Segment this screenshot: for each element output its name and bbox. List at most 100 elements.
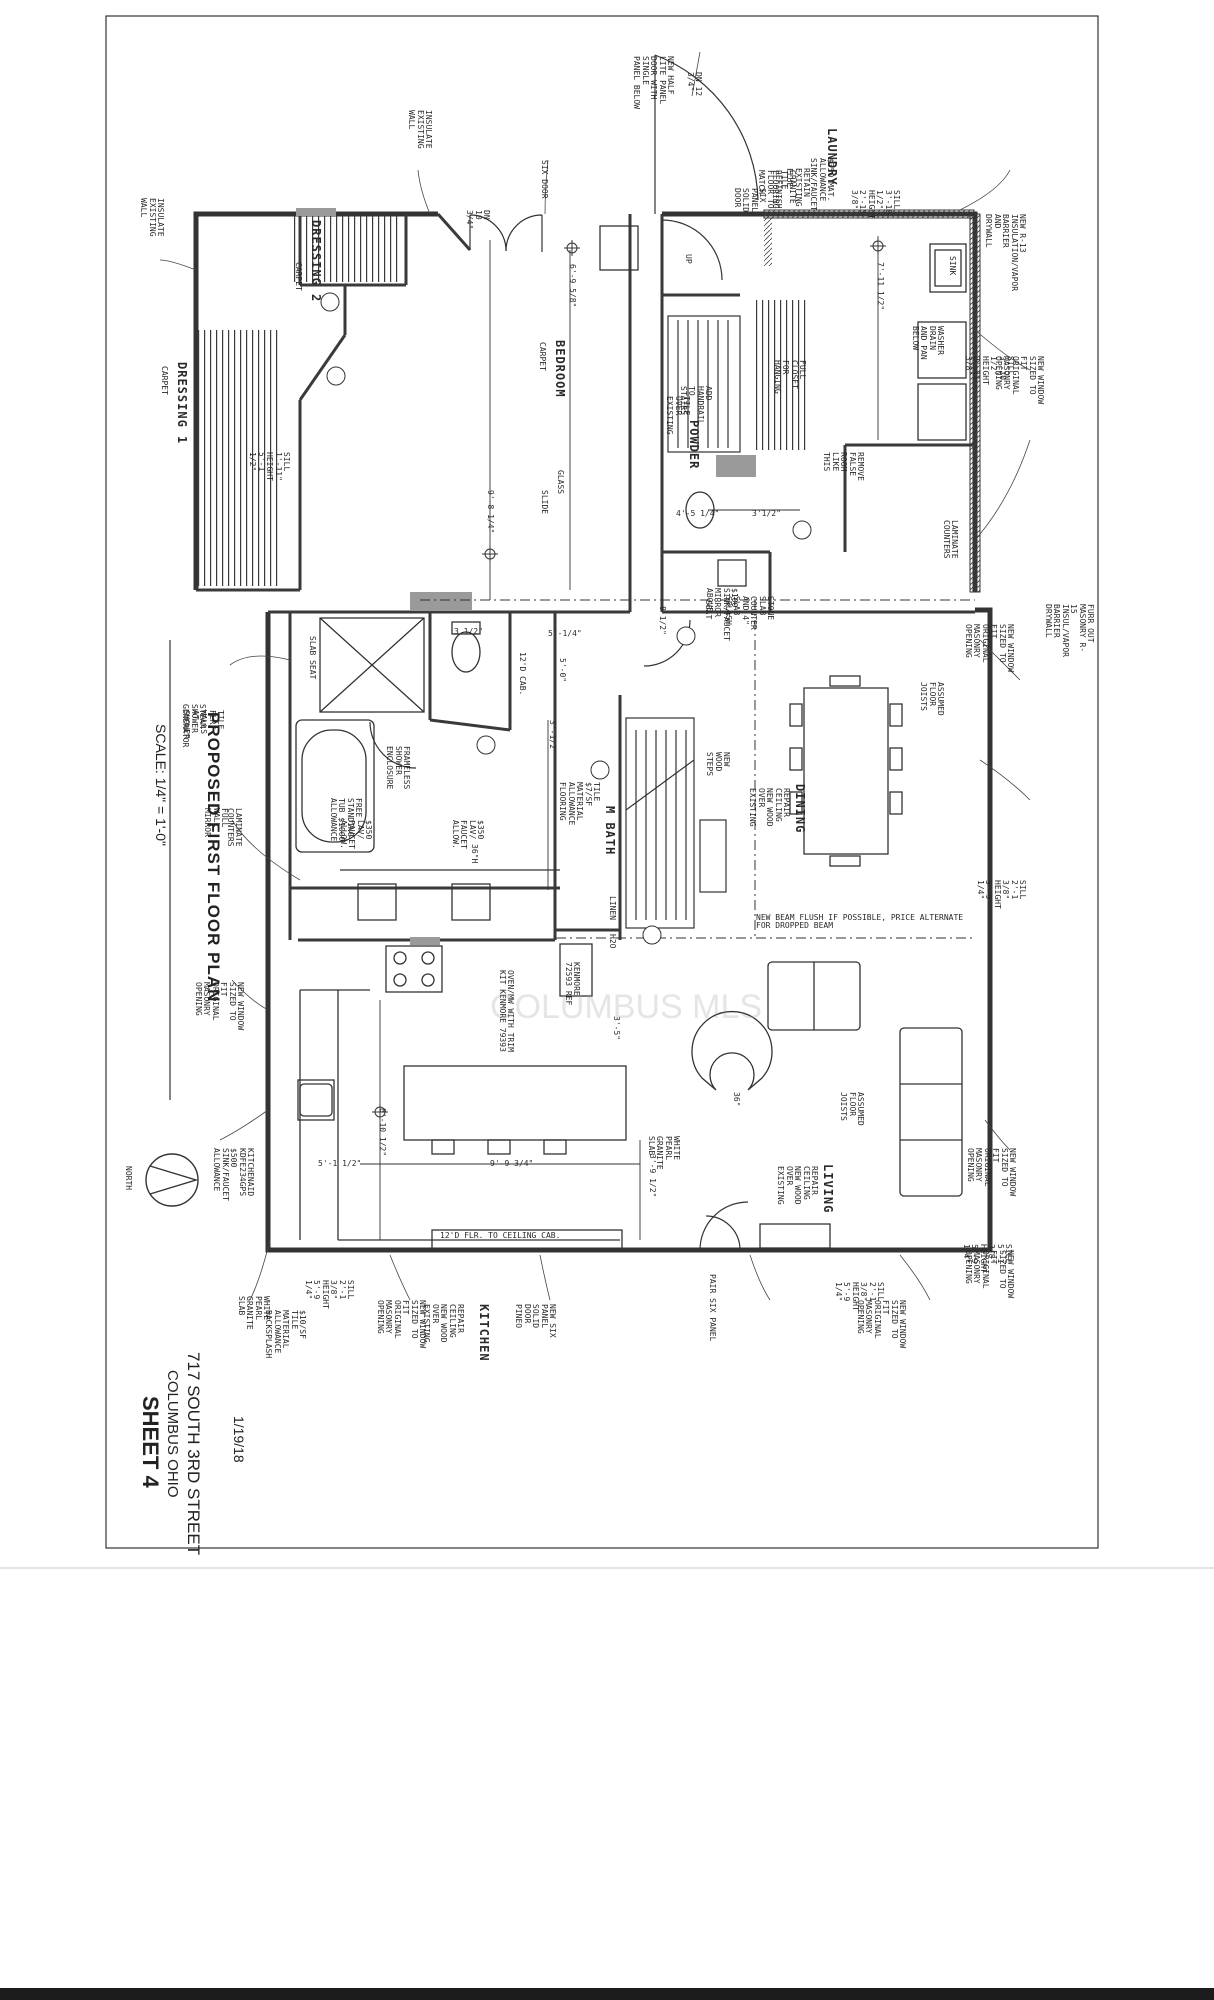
note-dining-joists: ASSUMED FLOOR JOISTS (919, 682, 945, 716)
sheet-title: PROPOSED FIRST FLOOR PLAN (204, 712, 223, 1003)
note-east-sill: SILL 2'-1 3/8" HEIGHT 5'-9 1/4" (976, 880, 1027, 909)
note-retain-flue: RETAIN EXISTING FLUE (785, 168, 811, 207)
dressing2-closet-hatch (290, 216, 402, 282)
dim-5-14: 5'-1/4" (548, 629, 582, 638)
room-dining: DINING (793, 784, 807, 834)
main-stair (625, 717, 727, 929)
sheet-border (105, 15, 1099, 1549)
note-six-panel-solid: SIX PANEL SOLID DOOR (732, 188, 767, 213)
room-tags (320, 292, 812, 945)
note-lav-2: $350 LAV/ FAUCET ALLOW. (450, 820, 485, 849)
dim-3-1: 3'-1/2" (548, 720, 557, 754)
laundry-wall-insulation (764, 214, 772, 266)
note-living-sill: SILL 2'-1 3/8" HEIGHT 5'-9 1/4" (834, 1282, 885, 1311)
note-living-ceiling: REPAIR CEILING NEW WOOD OVER EXISTING (776, 1166, 819, 1205)
kitchen-fixtures (297, 943, 627, 1251)
bath-fixtures (295, 491, 747, 921)
note-laminate-counters-1: LAMINATE COUNTERS (941, 520, 959, 559)
note-lav-1: $350 LAV/ FAUCET ALLOW. (338, 820, 373, 849)
note-up: UP (684, 254, 693, 264)
dim-5-1: 5'-1 1/2" (318, 1159, 362, 1168)
sheet-scale: SCALE: 1/4" = 1'-0" (153, 724, 169, 846)
dim-3-4: 3 1/2" (454, 627, 483, 636)
room-dressing1: DRESSING 1 (175, 362, 189, 445)
note-dressing-sill: SILL 1'-11" HEIGHT 5'-1 1/2" (248, 452, 291, 481)
dim-4-5: 4'-5 1/4" (676, 509, 720, 518)
note-washer-drain: WASHER DRAIN AND PAN BELOW (910, 326, 945, 360)
dim-8-12: 8 1/2" (658, 606, 667, 635)
dim-3-12: 3'1/2" (752, 509, 781, 518)
watermark: COLUMBUS MLS (490, 988, 763, 1026)
north-arrow (145, 1153, 199, 1207)
note-window-south-1: NEW WINDOW SIZED TO FIT ORIGINAL MASONRY… (856, 1300, 907, 1349)
exterior-walls (193, 211, 993, 1253)
masonry-blocks (296, 208, 756, 945)
dressing1-closet-hatch (198, 330, 282, 586)
note-half-lite-door: NEW HALF LITE PANEL DOOR WITH SINGLE PAN… (632, 56, 675, 109)
note-dn-12: DN 12 3/4" (685, 72, 703, 97)
label-sink: SINK (948, 256, 957, 276)
room-m-bath: M BATH (603, 806, 617, 856)
note-tile-existing: TILE OVER EXISTING (665, 396, 691, 435)
note-insulate-2: INSULATE EXISTING WALL (139, 198, 165, 237)
dining-table (789, 675, 903, 867)
beam-lines (420, 599, 975, 939)
label-12d-cab: 12'D CAB. (518, 652, 527, 696)
note-remove-false: REMOVE FALSE ROOM LIKE THIS (822, 452, 865, 481)
callout-leaders (159, 51, 1031, 1301)
note-laundry-sill: SILL 3'-10 1/2" HEIGHT 2'-11 3/8" (850, 190, 901, 219)
note-dn-10: DN 10 3/4" (465, 210, 491, 230)
note-window-east-3: NEW WINDOW SIZED TO FIT ORIGINAL MASONRY… (966, 1148, 1017, 1197)
dim-36: 36" (732, 1092, 741, 1107)
label-carpet-bedroom: CARPET (538, 342, 547, 371)
living-furniture (691, 961, 963, 1249)
note-tile-allowance: TILE $7/SF MATERIAL ALLOWANCE FLOORING (558, 782, 601, 826)
laundry-closet-hatch (752, 300, 808, 450)
note-window-east-2: NEW WINDOW SIZED TO FIT ORIGINAL MASONRY… (964, 624, 1015, 673)
note-pair-six-panel: PAIR SIX PANEL (708, 1274, 717, 1342)
room-bedroom: BEDROOM (553, 340, 567, 398)
address-line-1: 717 SOUTH 3RD STREET (184, 1352, 203, 1556)
room-kitchen: KITCHEN (477, 1304, 491, 1362)
note-r13-insulation: NEW R-13 INSULATION/VAPOR BARRIER AND DR… (984, 214, 1027, 292)
crosshair-markers (372, 238, 886, 1120)
sheet-date: 1/19/18 (231, 1416, 247, 1463)
label-counter-cab: 12'D FLR. TO CEILING CAB. (440, 1231, 561, 1240)
note-furr-masonry: FURR OUT MASONRY R-15 INSUL/VAPOR BARRIE… (1044, 604, 1095, 657)
note-slide: SLIDE (540, 490, 549, 515)
note-insulate-1: INSULATE EXISTING WALL (407, 110, 433, 149)
laundry-fixtures (599, 213, 976, 441)
note-window-south-2: NEW WINDOW SIZED TO FIT ORIGINAL MASONRY… (376, 1300, 427, 1349)
north-label: NORTH (124, 1166, 133, 1191)
note-steam-shower: STEAM SHOWER GENERATOR (181, 704, 207, 748)
dim-6-9: 6'-9 5/8" (568, 264, 577, 308)
label-slab-seat: SLAB SEAT (308, 636, 317, 680)
note-kitchenaid: KITCHENAID KDFE234GPS $500 SINK/FAUCET A… (212, 1148, 255, 1201)
label-carpet-dressing2: CARPET (294, 262, 303, 291)
note-stone-slab: STONE SLAB COUNTER AND 4" SLAB SPLASH (724, 596, 775, 630)
label-glass: GLASS (556, 470, 565, 495)
dim-8-10: 8'-10 1/2" (378, 1108, 387, 1157)
note-window-east-1: NEW WINDOW SIZED TO FIT ORIGINAL MASONRY… (994, 356, 1045, 405)
dim-7-11: 7'-11 1/2" (876, 262, 885, 311)
room-powder: POWDER (687, 420, 701, 470)
room-living: LIVING (821, 1164, 835, 1214)
note-kitchen-sill: SILL 2'-1 3/8" HEIGHT 5'-9 1/4" (304, 1280, 355, 1309)
address-line-2: COLUMBUS OHIO (164, 1370, 181, 1498)
interior-walls (196, 213, 975, 942)
note-laundry-sink: $350 MAT. ALLOWANCE SINK/FAUCET (809, 158, 835, 211)
label-carpet-dressing1: CARPET (160, 366, 169, 395)
door-swings (369, 54, 759, 1251)
note-six-door: SIX DOOR (540, 160, 549, 199)
dim-9-9: 9'-9 3/4" (490, 1159, 534, 1168)
room-dressing2: DRESSING 2 (309, 220, 323, 303)
note-window-east-4: NEW WINDOW SIZED TO FIT ORIGINAL MASONRY… (964, 1250, 1015, 1299)
note-dining-ceiling: REPAIR CEILING NEW WOOD OVER EXISTING (748, 788, 791, 827)
sheet-number: SHEET 4 (138, 1396, 163, 1488)
note-new-beam: NEW BEAM FLUSH IF POSSIBLE, PRICE ALTERN… (756, 913, 964, 931)
note-granite-slab-2: WHITE PEARL GRANITE SLAB (646, 1136, 681, 1170)
powder-stair (667, 315, 741, 453)
note-six-panel-door: NEW SIX PANEL SOLID DOOR PINEO (514, 1304, 557, 1338)
label-linen: LINEN (608, 896, 617, 921)
